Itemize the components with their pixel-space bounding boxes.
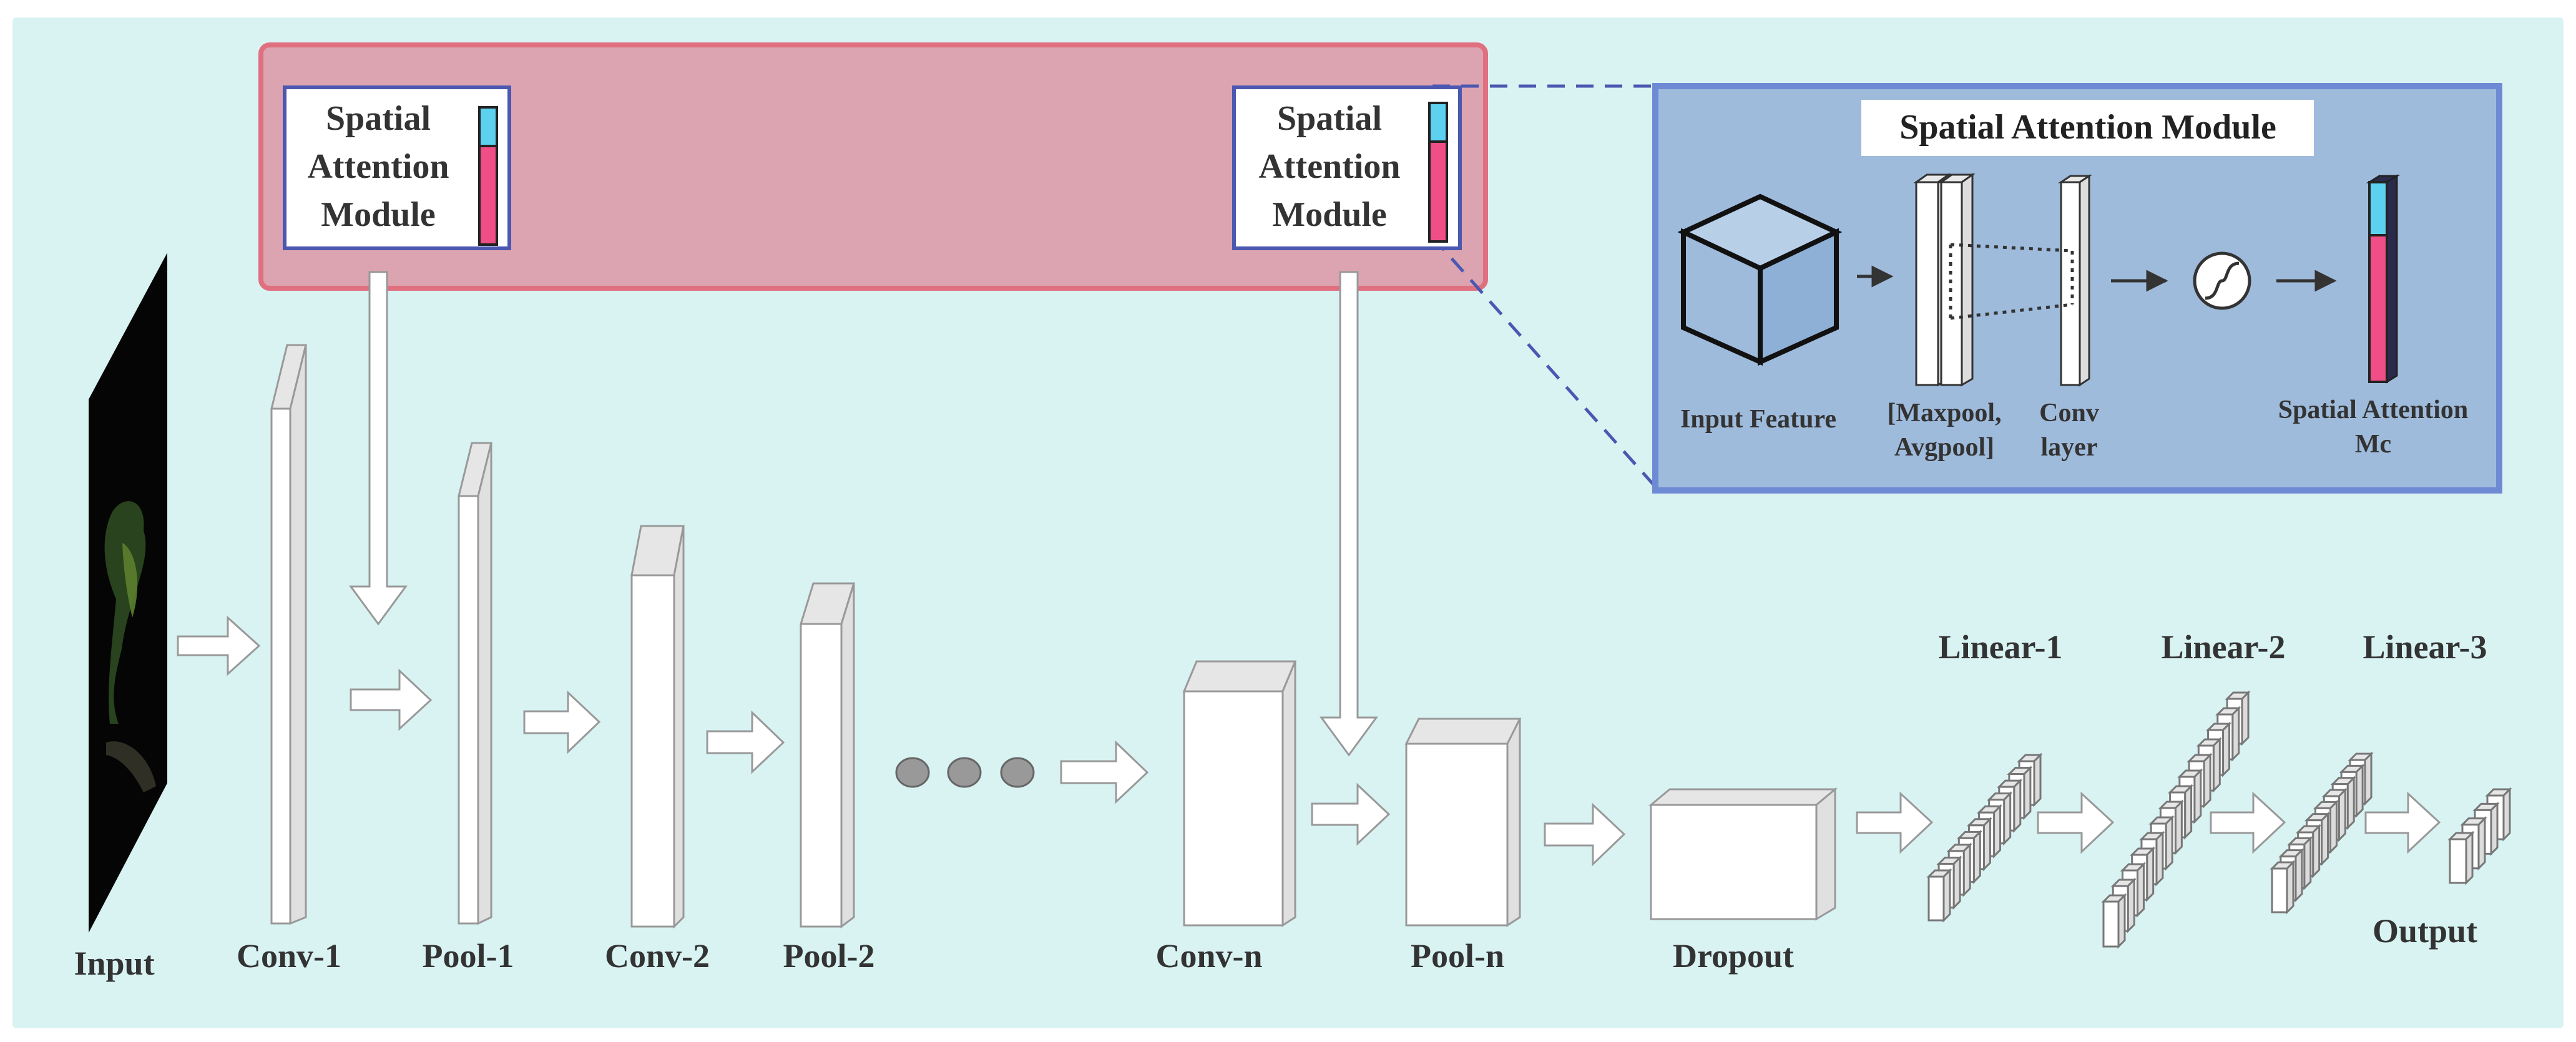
block-arrow-icon (1060, 740, 1149, 804)
attention-module-2-line-1: Spatial (1277, 99, 1382, 138)
sam-pool-label-line-1: [Maxpool, (1887, 399, 2001, 427)
layer-label-pool-1: Pool-1 (423, 937, 514, 975)
sam-input-feature-label: Input Feature (1680, 405, 1836, 434)
sam-conv-label-line-1: Conv (2039, 399, 2099, 427)
cube-icon (1677, 193, 1843, 366)
block-arrow-icon (1544, 802, 1626, 867)
layer-label-dropout: Dropout (1673, 937, 1794, 975)
pool-plates (1913, 173, 1976, 387)
sigmoid-icon (2193, 251, 2251, 310)
layer-label-output: Output (2373, 912, 2477, 950)
block-arrow-icon (523, 690, 601, 754)
layer-label-input: Input (74, 945, 154, 982)
feature-map-conv-2 (630, 525, 685, 929)
block-arrow-icon (2037, 791, 2115, 854)
attention-band (258, 42, 1488, 291)
linear-node (2101, 893, 2127, 949)
down-arrow-icon (1320, 271, 1378, 757)
linear-3-nodes (2270, 751, 2374, 915)
layer-label-linear-1: Linear-1 (1939, 628, 2063, 666)
linear-1-nodes (1926, 752, 2043, 923)
block-arrow-icon (350, 668, 433, 731)
conv-kernel-dots (1949, 243, 2074, 320)
output-nodes (2447, 787, 2512, 885)
attention-map-icon (1428, 102, 1448, 243)
feature-map-conv-n (1182, 660, 1297, 927)
layer-label-linear-3: Linear-3 (2363, 628, 2487, 666)
layer-label-pool-n: Pool-n (1411, 937, 1504, 975)
sam-conv-label-line-2: layer (2041, 433, 2098, 462)
down-arrow-icon (349, 271, 408, 626)
layer-label-linear-2: Linear-2 (2162, 628, 2286, 666)
linear-node (2270, 860, 2296, 915)
linear-node (1926, 868, 1952, 923)
sam-title: Spatial Attention Module (1899, 108, 2276, 147)
block-arrow-icon (706, 710, 785, 774)
block-arrow-icon (2210, 791, 2286, 854)
feature-map-pool-n (1404, 718, 1522, 927)
block-arrow-icon (1856, 791, 1934, 854)
feature-map-pool-2 (799, 582, 856, 928)
ellipsis-icon (895, 757, 1035, 788)
layer-label-conv-1: Conv-1 (237, 937, 341, 975)
sam-pool-label-line-2: Avgpool] (1894, 433, 1994, 462)
attention-module-2-line-3: Module (1272, 195, 1387, 234)
input-image (89, 253, 167, 933)
block-arrows (177, 615, 2441, 867)
linear-node (2447, 830, 2475, 885)
feature-map-pool-1 (458, 442, 492, 925)
attention-module-1: Spatial Attention Module (283, 85, 511, 250)
spatial-attention-map (2366, 174, 2401, 384)
sam-output-label-line-2: Mc (2355, 430, 2391, 459)
attention-module-2-line-2: Attention (1258, 147, 1400, 186)
sam-output-label-line-1: Spatial Attention (2278, 396, 2469, 424)
layer-label-conv-2: Conv-2 (605, 937, 710, 975)
feature-map-conv-1 (270, 344, 307, 925)
linear-2-nodes (2101, 690, 2251, 949)
attention-module-2: Spatial Attention Module (1232, 85, 1462, 250)
block-arrow-icon (1311, 782, 1391, 846)
attention-module-1-line-2: Attention (307, 147, 449, 186)
block-arrow-icon (177, 615, 261, 676)
sam-detail-panel: Spatial Attention Module Input Feature (1652, 83, 2502, 494)
attention-module-1-line-3: Module (321, 195, 436, 234)
dropout-block (1648, 787, 1838, 921)
block-arrow-icon (2364, 791, 2441, 854)
layer-label-conv-n: Conv-n (1155, 937, 1262, 975)
attention-module-1-line-1: Spatial (326, 99, 431, 138)
conv-plate (2058, 174, 2092, 387)
layer-label-pool-2: Pool-2 (783, 937, 875, 975)
attention-map-icon (478, 106, 498, 246)
